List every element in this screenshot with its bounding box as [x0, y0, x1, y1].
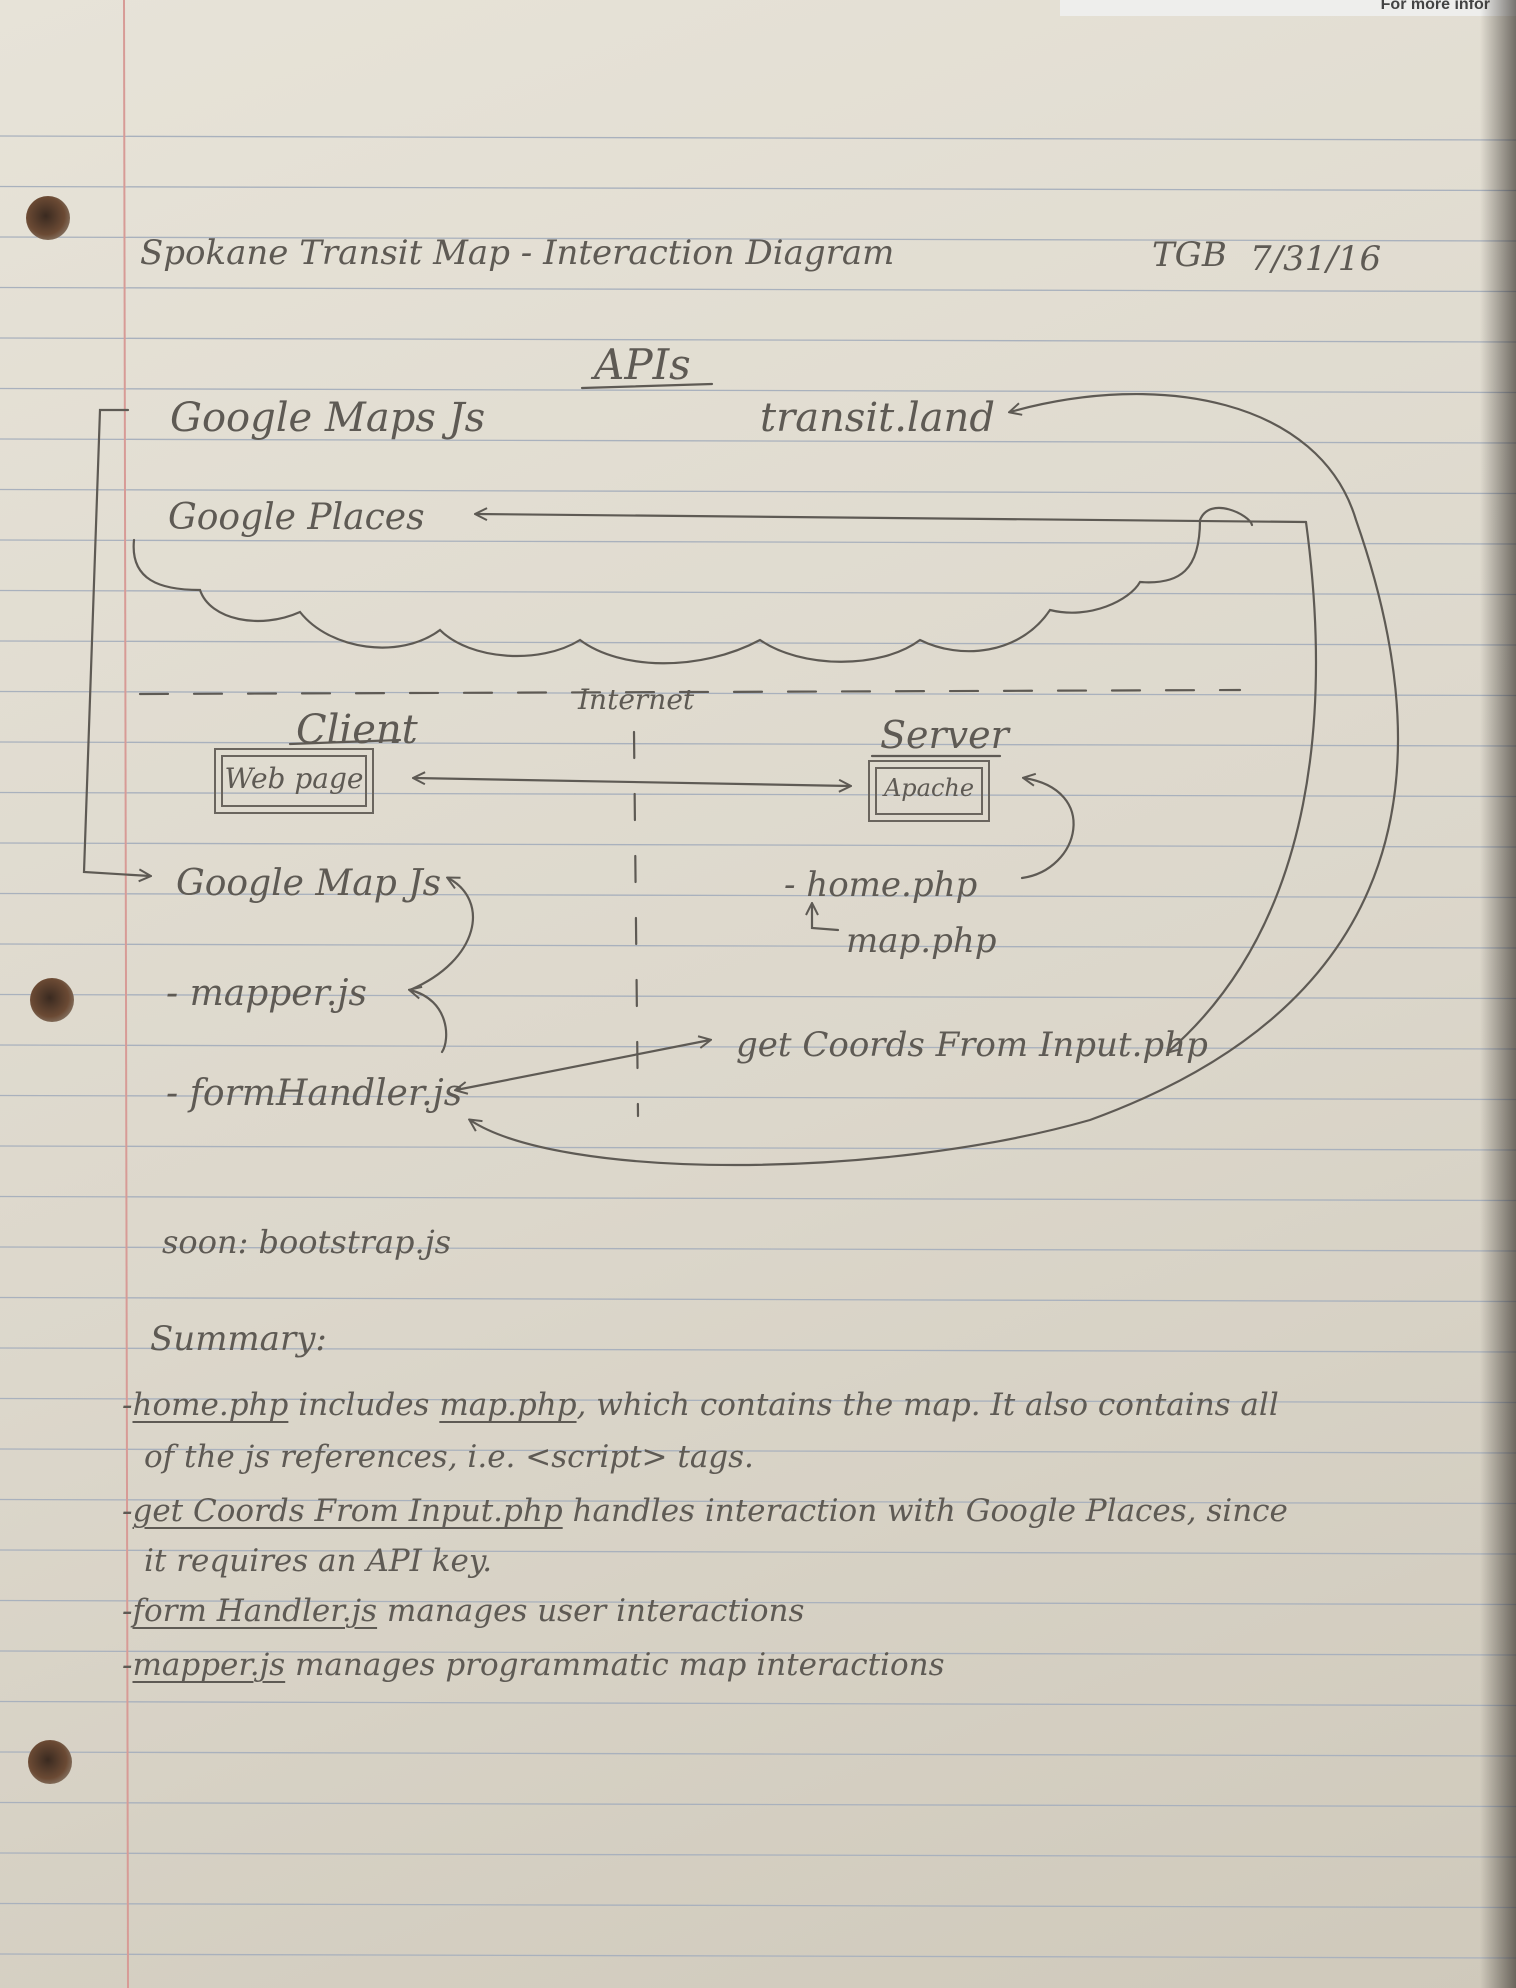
summary-line-5: -form Handler.js manages user interactio…: [122, 1596, 804, 1627]
diagram-title: Spokane Transit Map - Interaction Diagra…: [140, 233, 895, 273]
ruled-line: [0, 1347, 1516, 1353]
summary-line-5-bullet: -: [122, 1593, 133, 1629]
soon-note: soon: bootstrap.js: [162, 1223, 452, 1261]
web-page-box: Web page: [214, 748, 374, 814]
ruled-line: [0, 1448, 1516, 1454]
summary-line-3-text: handles interaction with Google Places, …: [562, 1493, 1288, 1529]
summary-line-3: -get Coords From Input.php handles inter…: [122, 1496, 1288, 1527]
ruled-line: [0, 1195, 1516, 1202]
summary-line-1-ref2: map.php: [439, 1387, 577, 1423]
client-mapper-js: - mapper.js: [166, 973, 367, 1014]
summary-line-3-ref: get Coords From Input.php: [132, 1493, 563, 1529]
apis-underline: [580, 382, 714, 390]
binder-hole-middle: [30, 978, 74, 1022]
client-google-map-js: Google Map Js: [176, 863, 442, 904]
internet-dashed-boundary: [138, 688, 1242, 696]
ruled-line: [0, 1852, 1516, 1858]
ruled-line: [0, 337, 1516, 343]
ruled-line: [0, 1700, 1516, 1707]
google-places-arrow: [476, 514, 1308, 524]
home-to-map-php-arrow: [812, 904, 840, 932]
places-to-get-coords-arrow: [1168, 520, 1318, 1052]
web-page-box-inner: [221, 755, 367, 807]
map-js-to-mapper-curve: [408, 878, 474, 992]
margin-line: [123, 0, 129, 1988]
apis-heading: APIs: [594, 340, 691, 389]
ruled-line: [0, 387, 1516, 394]
binder-hole-top: [26, 196, 70, 240]
ruled-line: [0, 1549, 1516, 1555]
ruled-line: [0, 236, 1516, 242]
client-heading-underline: [288, 738, 402, 746]
ruled-line: [0, 1246, 1516, 1252]
ruled-line: [0, 1902, 1516, 1909]
summary-heading: Summary:: [150, 1319, 327, 1359]
webpage-apache-arrow: [414, 778, 850, 786]
corner-print-text: For more infor: [1060, 0, 1516, 16]
page-edge-shadow: [1480, 0, 1516, 1988]
ruled-line: [0, 286, 1516, 293]
mapper-to-form-handler-curve: [410, 990, 448, 1054]
author-initials: TGB: [1152, 235, 1227, 275]
api-cloud-outline: [132, 506, 1254, 665]
ruled-line: [0, 1953, 1516, 1959]
binder-hole-bottom: [28, 1740, 72, 1784]
summary-line-1-bullet: -: [122, 1387, 133, 1423]
google-places-api: Google Places: [168, 497, 425, 538]
ruled-line: [0, 135, 1516, 141]
summary-line-6-ref: mapper.js: [132, 1647, 286, 1683]
summary-line-5-ref: form Handler.js: [132, 1593, 378, 1629]
form-handler-get-coords-arrow: [456, 1040, 710, 1090]
summary-line-5-text: manages user interactions: [377, 1593, 805, 1629]
summary-line-3-bullet: -: [122, 1493, 133, 1529]
transit-land-to-form-handler-arrow: [470, 392, 1400, 1167]
client-form-handler-js: - formHandler.js: [166, 1073, 463, 1114]
ruled-line: [0, 185, 1516, 192]
client-server-divider: [632, 730, 640, 1118]
ruled-line: [0, 1498, 1516, 1505]
web-page-box-label: Web page: [224, 762, 364, 795]
summary-line-6-bullet: -: [122, 1647, 133, 1683]
summary-line-4-text: it requires an API key.: [144, 1543, 493, 1579]
summary-line-1: -home.php includes map.php, which contai…: [122, 1390, 1279, 1421]
summary-line-2: of the js references, i.e. <script> tags…: [144, 1442, 754, 1473]
apache-to-home-php-curve: [1020, 778, 1075, 880]
summary-line-6-text: manages programmatic map interactions: [285, 1647, 945, 1683]
ruled-line: [0, 1599, 1516, 1606]
ruled-line: [0, 1650, 1516, 1656]
diagram-date: 7/31/16: [1250, 239, 1382, 279]
ruled-line: [0, 1397, 1516, 1404]
summary-line-1-ref: home.php: [132, 1387, 289, 1423]
summary-line-4: it requires an API key.: [144, 1546, 492, 1577]
summary-line-1-text: includes: [288, 1387, 440, 1423]
summary-line-1-text2: , which contains the map. It also contai…: [576, 1387, 1279, 1423]
ruled-line: [0, 1801, 1516, 1808]
summary-line-6: -mapper.js manages programmatic map inte…: [122, 1650, 944, 1681]
maps-js-to-client-bracket: [82, 408, 150, 876]
ruled-line: [0, 1751, 1516, 1757]
google-maps-js-api: Google Maps Js: [170, 395, 486, 441]
ruled-line: [0, 1145, 1516, 1151]
ruled-line: [0, 1296, 1516, 1303]
summary-line-2-text: of the js references, i.e. <script> tags…: [144, 1439, 754, 1475]
